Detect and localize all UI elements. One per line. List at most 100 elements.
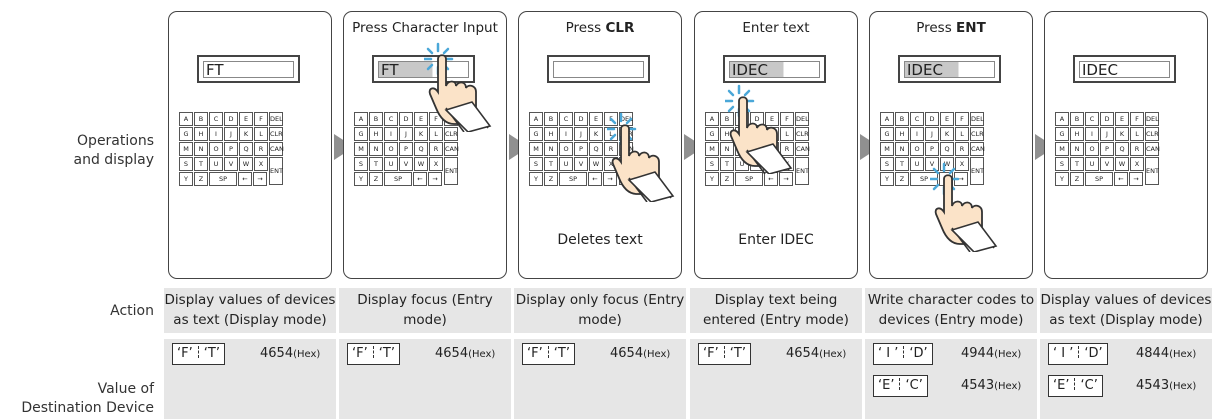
key-i[interactable]: I — [559, 127, 573, 141]
key-z[interactable]: Z — [544, 172, 558, 186]
key-n[interactable]: N — [369, 142, 383, 156]
key-b[interactable]: B — [895, 112, 909, 126]
key-a[interactable]: A — [880, 112, 894, 126]
key-a[interactable]: A — [529, 112, 543, 126]
key-q[interactable]: Q — [239, 142, 253, 156]
key-can[interactable]: CAN — [970, 142, 985, 156]
key-r[interactable]: R — [780, 142, 794, 156]
key-g[interactable]: G — [179, 127, 193, 141]
key-sp[interactable]: SP — [384, 172, 412, 186]
key-e[interactable]: E — [765, 112, 779, 126]
key-sp[interactable]: SP — [735, 172, 763, 186]
key-y[interactable]: Y — [1055, 172, 1069, 186]
key-g[interactable]: G — [529, 127, 543, 141]
key-m[interactable]: M — [705, 142, 719, 156]
character-input-display[interactable]: IDEC — [1073, 55, 1176, 83]
key-t[interactable]: T — [194, 157, 208, 171]
key-j[interactable]: J — [224, 127, 238, 141]
key-j[interactable]: J — [1100, 127, 1114, 141]
key-k[interactable]: K — [1115, 127, 1129, 141]
key-clr[interactable]: CLR — [444, 127, 458, 141]
key-[interactable]: ← — [588, 172, 602, 186]
key-clr[interactable]: CLR — [795, 127, 809, 141]
key-y[interactable]: Y — [179, 172, 193, 186]
key-g[interactable]: G — [1055, 127, 1069, 141]
key-d[interactable]: D — [574, 112, 588, 126]
key-h[interactable]: H — [895, 127, 909, 141]
key-u[interactable]: U — [1085, 157, 1099, 171]
key-x[interactable]: X — [429, 157, 443, 171]
character-input-display[interactable]: IDEC_ — [723, 55, 826, 83]
key-n[interactable]: N — [194, 142, 208, 156]
key-l[interactable]: L — [955, 127, 969, 141]
key-b[interactable]: B — [544, 112, 558, 126]
key-o[interactable]: O — [209, 142, 223, 156]
key-r[interactable]: R — [604, 142, 618, 156]
key-s[interactable]: S — [880, 157, 894, 171]
key-r[interactable]: R — [429, 142, 443, 156]
key-s[interactable]: S — [705, 157, 719, 171]
key-e[interactable]: E — [239, 112, 253, 126]
key-sp[interactable]: SP — [559, 172, 587, 186]
key-[interactable]: → — [253, 172, 267, 186]
key-i[interactable]: I — [209, 127, 223, 141]
key-k[interactable]: K — [940, 127, 954, 141]
key-s[interactable]: S — [529, 157, 543, 171]
key-y[interactable]: Y — [529, 172, 543, 186]
key-h[interactable]: H — [544, 127, 558, 141]
key-b[interactable]: B — [720, 112, 734, 126]
key-f[interactable]: F — [780, 112, 794, 126]
key-u[interactable]: U — [209, 157, 223, 171]
key-clr[interactable]: CLR — [970, 127, 984, 141]
key-ent[interactable]: ENT — [795, 157, 809, 185]
key-i[interactable]: I — [384, 127, 398, 141]
key-[interactable]: ← — [413, 172, 427, 186]
key-j[interactable]: J — [925, 127, 939, 141]
key-n[interactable]: N — [720, 142, 734, 156]
key-s[interactable]: S — [179, 157, 193, 171]
key-a[interactable]: A — [705, 112, 719, 126]
key-g[interactable]: G — [354, 127, 368, 141]
key-w[interactable]: W — [589, 157, 603, 171]
key-[interactable]: → — [779, 172, 793, 186]
key-t[interactable]: T — [544, 157, 558, 171]
key-t[interactable]: T — [369, 157, 383, 171]
key-[interactable]: ← — [1114, 172, 1128, 186]
key-k[interactable]: K — [239, 127, 253, 141]
key-w[interactable]: W — [239, 157, 253, 171]
key-b[interactable]: B — [194, 112, 208, 126]
key-g[interactable]: G — [705, 127, 719, 141]
key-c[interactable]: C — [910, 112, 924, 126]
key-g[interactable]: G — [880, 127, 894, 141]
key-v[interactable]: V — [1100, 157, 1114, 171]
key-q[interactable]: Q — [1115, 142, 1129, 156]
key-d[interactable]: D — [224, 112, 238, 126]
key-can[interactable]: CAN — [795, 142, 810, 156]
key-i[interactable]: I — [1085, 127, 1099, 141]
key-e[interactable]: E — [940, 112, 954, 126]
key-del[interactable]: DEL — [795, 112, 809, 126]
key-c[interactable]: C — [1085, 112, 1099, 126]
key-t[interactable]: T — [1070, 157, 1084, 171]
key-e[interactable]: E — [589, 112, 603, 126]
key-e[interactable]: E — [1115, 112, 1129, 126]
key-d[interactable]: D — [399, 112, 413, 126]
key-o[interactable]: O — [559, 142, 573, 156]
key-v[interactable]: V — [925, 157, 939, 171]
key-del[interactable]: DEL — [1145, 112, 1159, 126]
key-o[interactable]: O — [384, 142, 398, 156]
key-x[interactable]: X — [955, 157, 969, 171]
key-m[interactable]: M — [880, 142, 894, 156]
key-z[interactable]: Z — [1070, 172, 1084, 186]
key-k[interactable]: K — [414, 127, 428, 141]
key-l[interactable]: L — [254, 127, 268, 141]
key-i[interactable]: I — [910, 127, 924, 141]
key-c[interactable]: C — [384, 112, 398, 126]
key-p[interactable]: P — [399, 142, 413, 156]
key-ent[interactable]: ENT — [1145, 157, 1159, 185]
key-f[interactable]: F — [955, 112, 969, 126]
character-input-display[interactable]: IDEC_ — [898, 55, 1001, 83]
key-y[interactable]: Y — [354, 172, 368, 186]
key-n[interactable]: N — [544, 142, 558, 156]
key-t[interactable]: T — [720, 157, 734, 171]
